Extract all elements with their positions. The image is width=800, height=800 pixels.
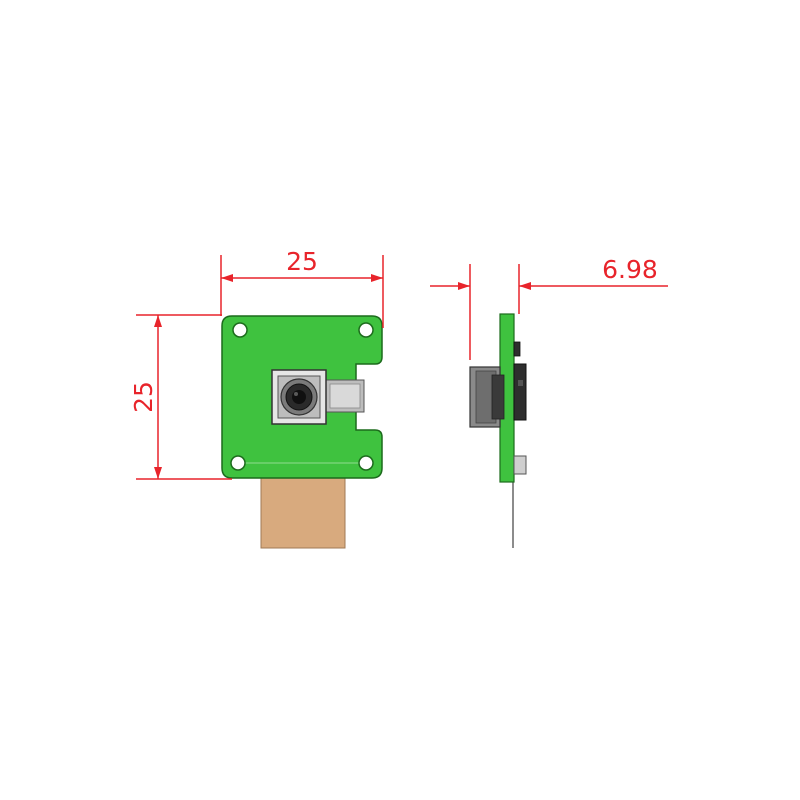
- rear-component: [513, 363, 527, 421]
- front-view: [221, 315, 383, 549]
- dimension-width: [220, 255, 384, 328]
- mounting-holes: [230, 322, 374, 471]
- mounting-hole: [230, 455, 246, 471]
- rear-component: [513, 341, 521, 357]
- dimension-height-label: 25: [129, 381, 158, 413]
- dimension-depth-label: 6.98: [602, 255, 658, 284]
- ribbon-cable: [260, 477, 346, 549]
- dimension-width-label: 25: [286, 247, 318, 276]
- dimension-height: [136, 314, 232, 480]
- camera-lens-icon: [271, 369, 327, 425]
- rear-connector: [513, 455, 527, 475]
- mounting-hole: [358, 322, 374, 338]
- dimension-depth: [430, 264, 668, 360]
- mounting-hole: [358, 455, 374, 471]
- side-view: [469, 313, 527, 548]
- mounting-hole: [232, 322, 248, 338]
